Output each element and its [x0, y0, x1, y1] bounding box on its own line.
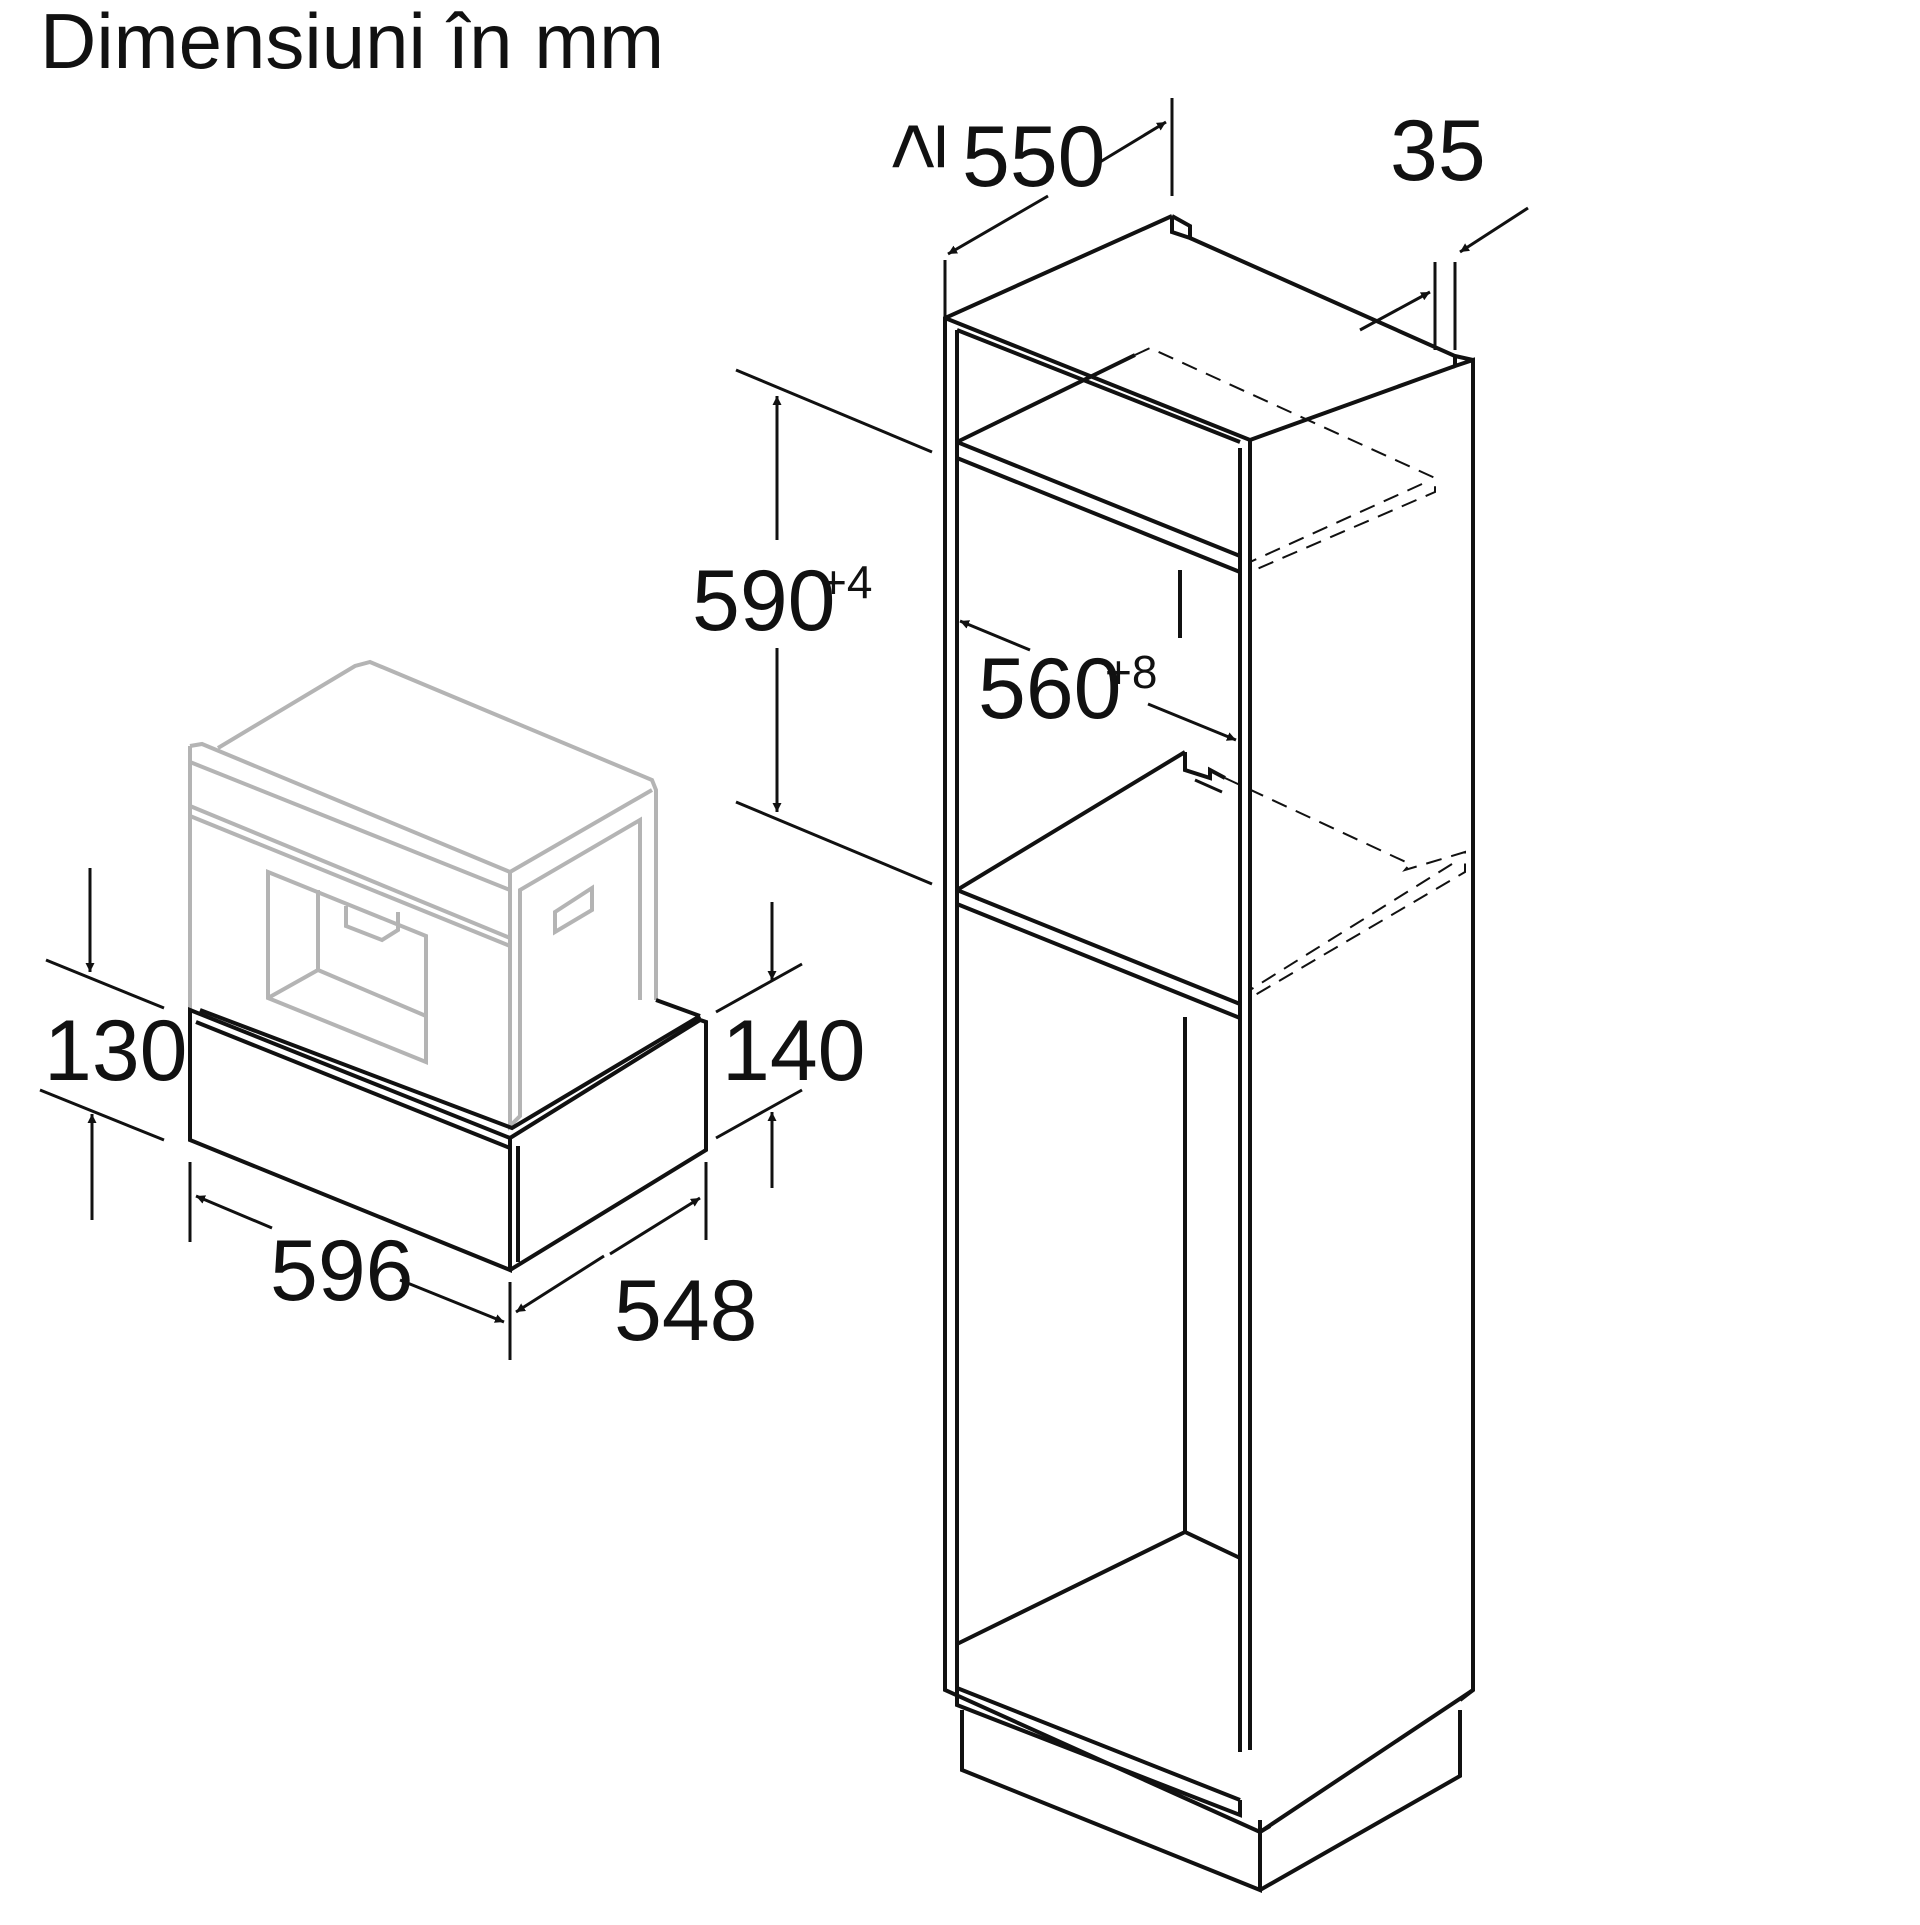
extension-line [39, 1088, 165, 1142]
appliance-top [216, 659, 658, 1000]
dim-label: 590 [692, 553, 836, 649]
drawer-front-top [199, 1008, 702, 1131]
dim-arrow [947, 194, 1049, 256]
dim-arrow [1099, 120, 1167, 164]
dim-label: 140 [722, 1003, 866, 1099]
cabinet-top-front [944, 316, 1456, 443]
cabinet-top-lip [1170, 214, 1192, 241]
dim-label: 548 [614, 1263, 758, 1359]
appliance-panel-line-2 [189, 814, 511, 948]
dim-label-prefix: ≥ [867, 123, 963, 170]
extension-line [715, 1088, 803, 1140]
dim-tolerance: +8 [1105, 646, 1157, 698]
upper-shelf-back [956, 353, 1136, 444]
drawer-side [508, 1017, 708, 1272]
shelf-notch-line [1194, 778, 1223, 794]
plinth-side [1259, 1710, 1462, 1892]
dim-arrow [609, 1196, 701, 1256]
appliance-right-top [508, 788, 654, 874]
extension-line [45, 958, 165, 1010]
dim-arrow [399, 1278, 505, 1324]
drawer-front-inner [195, 1020, 511, 1150]
appliance-spout [344, 906, 400, 943]
dim-niche-width: 560 +8 [959, 619, 1237, 742]
appliance-panel-line [189, 804, 511, 940]
plinth-front [960, 1710, 1262, 1893]
extension-line [715, 962, 803, 1014]
dim-arrow [959, 619, 1031, 652]
cabinet-back-lip [1454, 354, 1474, 362]
dim-arrow [195, 1194, 273, 1230]
extension-line [735, 368, 933, 454]
dim-arrow [1359, 290, 1431, 332]
dim-drawer-width: 596 [188, 1162, 512, 1360]
plinth-top [955, 1688, 1242, 1818]
dim-arrow [1459, 206, 1529, 254]
dim-drawer-height-left: 130 [39, 868, 188, 1220]
dim-cabinet-depth: ≥ 550 [867, 98, 1174, 372]
hidden-upper-shelf [1134, 346, 1436, 573]
ghost-coffee-machine [188, 659, 658, 1131]
dim-arrow [515, 1254, 605, 1314]
face-frame-top-inner [956, 328, 1241, 444]
dim-label: 130 [44, 1003, 188, 1099]
dim-drawer-height-right: 140 [715, 902, 866, 1188]
extension-line [735, 800, 933, 886]
shelf-back-notch [1183, 752, 1226, 781]
plinth-corner [1458, 1688, 1475, 1702]
dim-niche-height: 590 +4 [692, 368, 933, 886]
page-title: Dimensiuni în mm [40, 0, 664, 85]
hidden-lower-shelf [1224, 777, 1466, 999]
dim-label: 596 [270, 1223, 414, 1319]
upper-shelf [955, 439, 1242, 575]
cabinet-outline-right [1189, 236, 1475, 1834]
dim-cabinet-gap: 35 [1359, 103, 1529, 350]
warming-drawer [188, 998, 708, 1273]
appliance-right-side [508, 816, 642, 1131]
tall-cabinet [943, 214, 1475, 1893]
lower-compartment-floor-back [956, 1529, 1241, 1646]
dim-drawer-depth: 548 [515, 1162, 758, 1359]
dim-arrow [1147, 702, 1237, 742]
bottom-front-edge [956, 1686, 1241, 1802]
hidden-upper-shelf-edge [1249, 483, 1423, 563]
dim-label: 550 [962, 109, 1106, 205]
hidden-lower-shelf-edge [1249, 863, 1453, 991]
dim-label: 35 [1390, 103, 1486, 199]
lower-shelf-back [955, 750, 1187, 892]
dim-label: 560 [978, 641, 1122, 737]
drawer-top-back [655, 998, 701, 1018]
appliance-front-recess [266, 869, 428, 1065]
dim-tolerance: +4 [820, 556, 872, 608]
appliance-handle [553, 884, 594, 936]
lower-shelf [955, 887, 1242, 1021]
appliance-top-strip [189, 741, 512, 893]
